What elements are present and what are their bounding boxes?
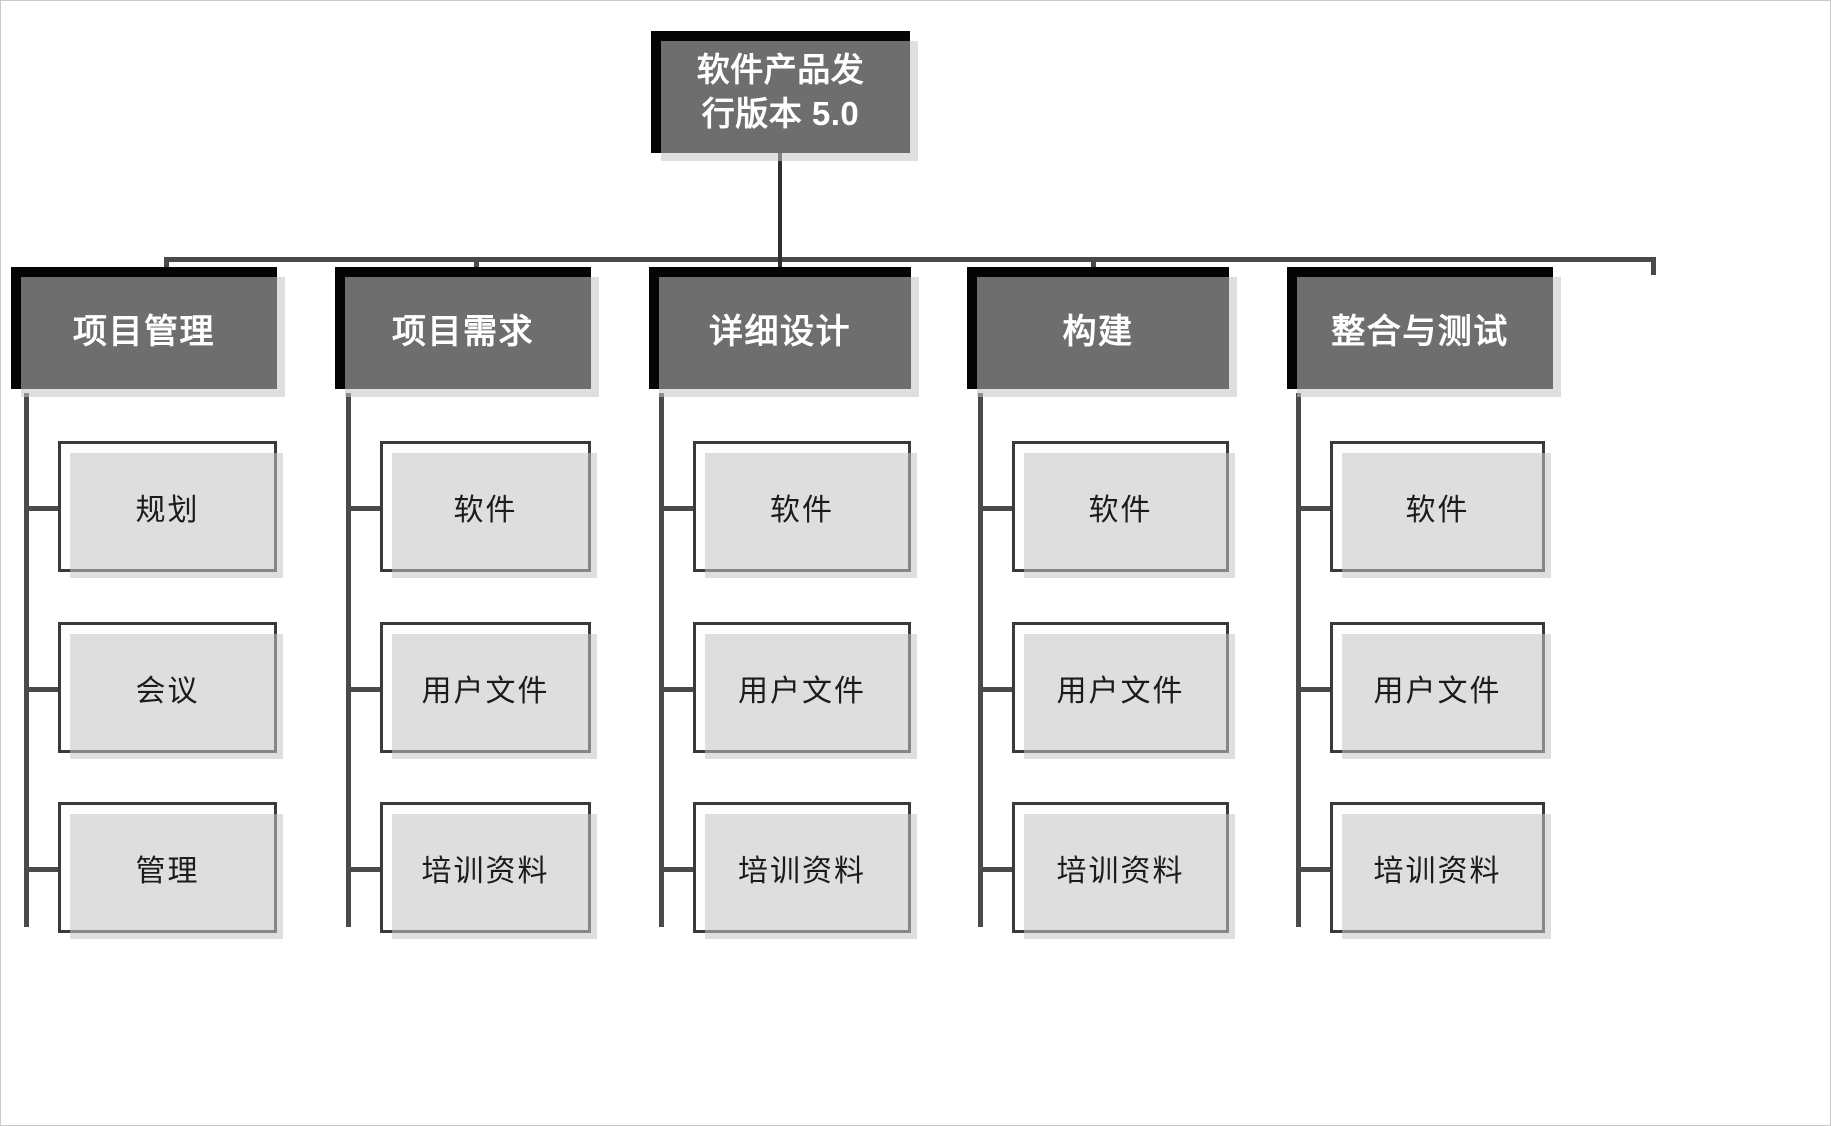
phase-node-2-label: 项目需求 (392, 312, 534, 351)
connector-spine-col-5 (1296, 393, 1301, 927)
leaf-node-4-2-label: 用户文件 (1056, 674, 1185, 708)
leaf-node-4-3-label: 培训资料 (1056, 854, 1185, 888)
leaf-node-3-1-shadow (705, 453, 917, 578)
connector-stub-col-2-child-1 (346, 506, 383, 511)
connector-stub-col-5-child-2 (1296, 687, 1333, 692)
leaf-node-1-3-label: 管理 (135, 854, 200, 888)
leaf-node-4-3[interactable]: 培训资料 (1012, 802, 1235, 939)
leaf-node-3-2-shadow (705, 634, 917, 759)
leaf-node-5-1[interactable]: 软件 (1330, 441, 1551, 578)
root-node-shadow (661, 41, 918, 161)
connector-stub-col-4-child-2 (978, 687, 1015, 692)
leaf-node-1-2-shadow (70, 634, 283, 759)
leaf-node-3-1[interactable]: 软件 (693, 441, 917, 578)
leaf-node-1-3[interactable]: 管理 (58, 802, 283, 939)
connector-stub-col-4-child-1 (978, 506, 1015, 511)
leaf-node-5-2[interactable]: 用户文件 (1330, 622, 1551, 759)
leaf-node-5-3-label: 培训资料 (1373, 854, 1502, 888)
leaf-node-5-3-shadow (1342, 814, 1551, 939)
leaf-node-5-2-label: 用户文件 (1373, 674, 1502, 708)
leaf-node-2-2-label: 用户文件 (421, 674, 550, 708)
leaf-node-4-1[interactable]: 软件 (1012, 441, 1235, 578)
connector-stub-col-3-child-3 (659, 867, 696, 872)
connector-drop-phase-3 (778, 257, 782, 275)
leaf-node-3-3-label: 培训资料 (738, 854, 866, 888)
connector-stub-col-4-child-3 (978, 867, 1015, 872)
phase-node-3[interactable]: 详细设计 (649, 267, 919, 397)
leaf-node-1-1-shadow (70, 453, 283, 578)
leaf-node-4-2[interactable]: 用户文件 (1012, 622, 1235, 759)
connector-stub-col-2-child-3 (346, 867, 383, 872)
phase-node-1[interactable]: 项目管理 (11, 267, 285, 397)
phase-node-4[interactable]: 构建 (967, 267, 1237, 397)
leaf-node-2-1-shadow (392, 453, 597, 578)
phase-node-3-label: 详细设计 (709, 312, 851, 351)
leaf-node-5-2-shadow (1342, 634, 1551, 759)
connector-drop-phase-2 (474, 257, 479, 275)
leaf-node-2-3-label: 培训资料 (421, 854, 550, 888)
leaf-node-2-1-label: 软件 (453, 493, 518, 527)
connector-spine-col-2 (346, 393, 351, 927)
leaf-node-1-3-shadow (70, 814, 283, 939)
connector-drop-phase-5 (1651, 257, 1656, 275)
leaf-node-1-1[interactable]: 规划 (58, 441, 283, 578)
leaf-node-3-2-label: 用户文件 (738, 674, 866, 708)
root-node[interactable]: 软件产品发行版本 5.0 (651, 31, 918, 161)
connector-drop-phase-1 (164, 257, 169, 275)
root-node-label: 软件产品发行版本 5.0 (696, 51, 865, 132)
connector-spine-col-4 (978, 393, 983, 927)
leaf-node-5-1-shadow (1342, 453, 1551, 578)
connector-stub-col-1-child-2 (24, 687, 61, 692)
connector-stub-col-3-child-1 (659, 506, 696, 511)
leaf-node-2-2[interactable]: 用户文件 (380, 622, 597, 759)
leaf-node-3-3-shadow (705, 814, 917, 939)
connector-spine-col-1 (24, 393, 29, 927)
leaf-node-2-1[interactable]: 软件 (380, 441, 597, 578)
connector-stub-col-3-child-2 (659, 687, 696, 692)
connector-stub-col-1-child-3 (24, 867, 61, 872)
connector-root-stem (778, 153, 782, 261)
phase-node-4-label: 构建 (1062, 312, 1134, 351)
leaf-node-5-1-label: 软件 (1405, 493, 1470, 527)
phase-node-2[interactable]: 项目需求 (335, 267, 599, 397)
phase-node-5-shadow (1297, 277, 1561, 397)
phase-node-5[interactable]: 整合与测试 (1287, 267, 1561, 397)
connector-drop-phase-4 (1091, 257, 1096, 275)
phase-node-1-label: 项目管理 (73, 312, 215, 351)
phase-node-3-shadow (659, 277, 919, 397)
phase-node-5-label: 整合与测试 (1331, 312, 1509, 351)
leaf-node-3-3[interactable]: 培训资料 (693, 802, 917, 939)
leaf-node-1-2-label: 会议 (135, 674, 200, 708)
connector-stub-col-2-child-2 (346, 687, 383, 692)
connector-spine-col-3 (659, 393, 664, 927)
leaf-node-3-1-label: 软件 (770, 493, 834, 527)
leaf-node-1-1-label: 规划 (135, 493, 200, 527)
phase-node-4-shadow (977, 277, 1237, 397)
leaf-node-4-1-label: 软件 (1088, 493, 1153, 527)
leaf-node-4-1-shadow (1024, 453, 1235, 578)
phase-node-1-shadow (21, 277, 285, 397)
leaf-node-3-2[interactable]: 用户文件 (693, 622, 917, 759)
leaf-node-2-2-shadow (392, 634, 597, 759)
leaf-node-2-3[interactable]: 培训资料 (380, 802, 597, 939)
leaf-node-1-2[interactable]: 会议 (58, 622, 283, 759)
phase-node-2-shadow (345, 277, 599, 397)
leaf-node-5-3[interactable]: 培训资料 (1330, 802, 1551, 939)
connector-stub-col-5-child-1 (1296, 506, 1333, 511)
connector-stub-col-1-child-1 (24, 506, 61, 511)
connector-stub-col-5-child-3 (1296, 867, 1333, 872)
connector-horizontal-bus (164, 257, 1656, 262)
leaf-node-4-2-shadow (1024, 634, 1235, 759)
leaf-node-2-3-shadow (392, 814, 597, 939)
leaf-node-4-3-shadow (1024, 814, 1235, 939)
